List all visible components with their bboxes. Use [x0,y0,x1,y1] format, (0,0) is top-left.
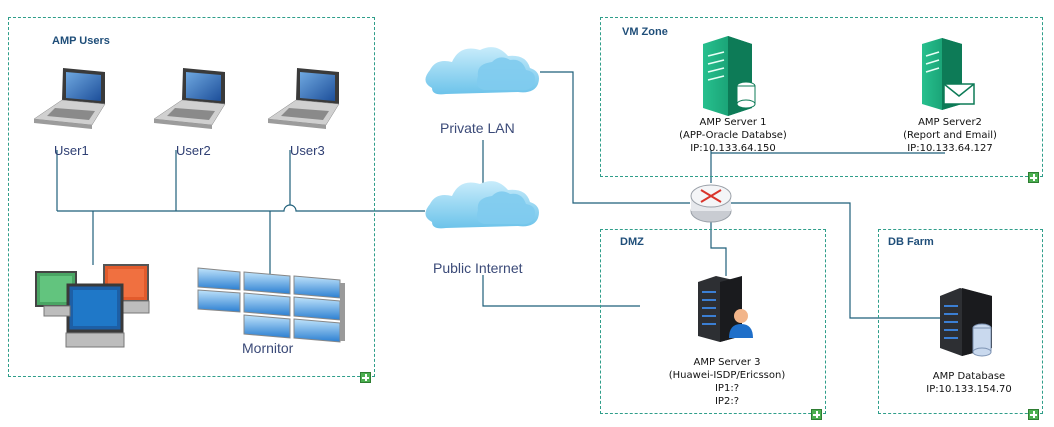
cloud-icon-private-lan [425,47,539,95]
server-ip: IP:10.133.64.150 [690,143,776,154]
connector-lines [56,71,945,319]
add-icon[interactable] [811,409,822,420]
server-icon-amp-server-1 [703,36,756,116]
private-lan-label: Private LAN [440,120,515,136]
server-icon-amp-server-2 [922,38,975,110]
server-ip2: IP2:? [714,396,740,407]
zone-vm-zone: VM Zone [600,17,1043,177]
server-role: (Huawei-ISDP/Ericsson) [668,370,786,381]
user2-label: User2 [176,143,211,158]
public-internet-label: Public Internet [433,260,523,276]
video-wall-icon [197,267,345,343]
laptop-icon-user1 [33,68,106,129]
server-name: AMP Database [932,371,1006,382]
server-role: (Report and Email) [903,130,997,141]
server-ip1: IP1:? [714,383,740,394]
server-ip: IP:10.133.64.127 [907,143,993,154]
server-icon-amp-database [940,288,992,357]
server3-caption: AMP Server 3 (Huawei-ISDP/Ericsson) IP1:… [669,356,785,408]
pc-group-icon [35,264,150,348]
server2-caption: AMP Server2 (Report and Email) IP:10.133… [903,116,997,155]
laptop-icon-user3 [267,68,340,129]
zone-dmz: DMZ [600,229,826,414]
cloud-icon-public-internet [425,181,539,229]
add-icon[interactable] [360,372,371,383]
zone-db-farm: DB Farm [878,229,1043,414]
server-name: AMP Server 3 [693,357,761,368]
server-name: AMP Server 1 [699,117,767,128]
monitor-label: Mornitor [242,340,294,356]
zone-title: VM Zone [622,26,668,38]
server-ip: IP:10.133.154.70 [926,384,1012,395]
database-caption: AMP Database IP:10.133.154.70 [926,370,1012,396]
server-name: AMP Server2 [918,117,982,128]
add-icon[interactable] [1028,409,1039,420]
server-role: (APP-Oracle Databse) [679,130,787,141]
zone-title: DB Farm [888,236,934,248]
zone-title: DMZ [620,236,644,248]
user3-label: User3 [290,143,325,158]
server-icon-amp-server-3 [698,276,753,342]
zone-title: AMP Users [52,35,110,47]
server1-caption: AMP Server 1 (APP-Oracle Databse) IP:10.… [679,116,787,155]
add-icon[interactable] [1028,172,1039,183]
user1-label: User1 [54,143,89,158]
zone-amp-users: AMP Users [8,17,375,377]
router-icon [690,184,732,223]
laptop-icon-user2 [153,68,226,129]
